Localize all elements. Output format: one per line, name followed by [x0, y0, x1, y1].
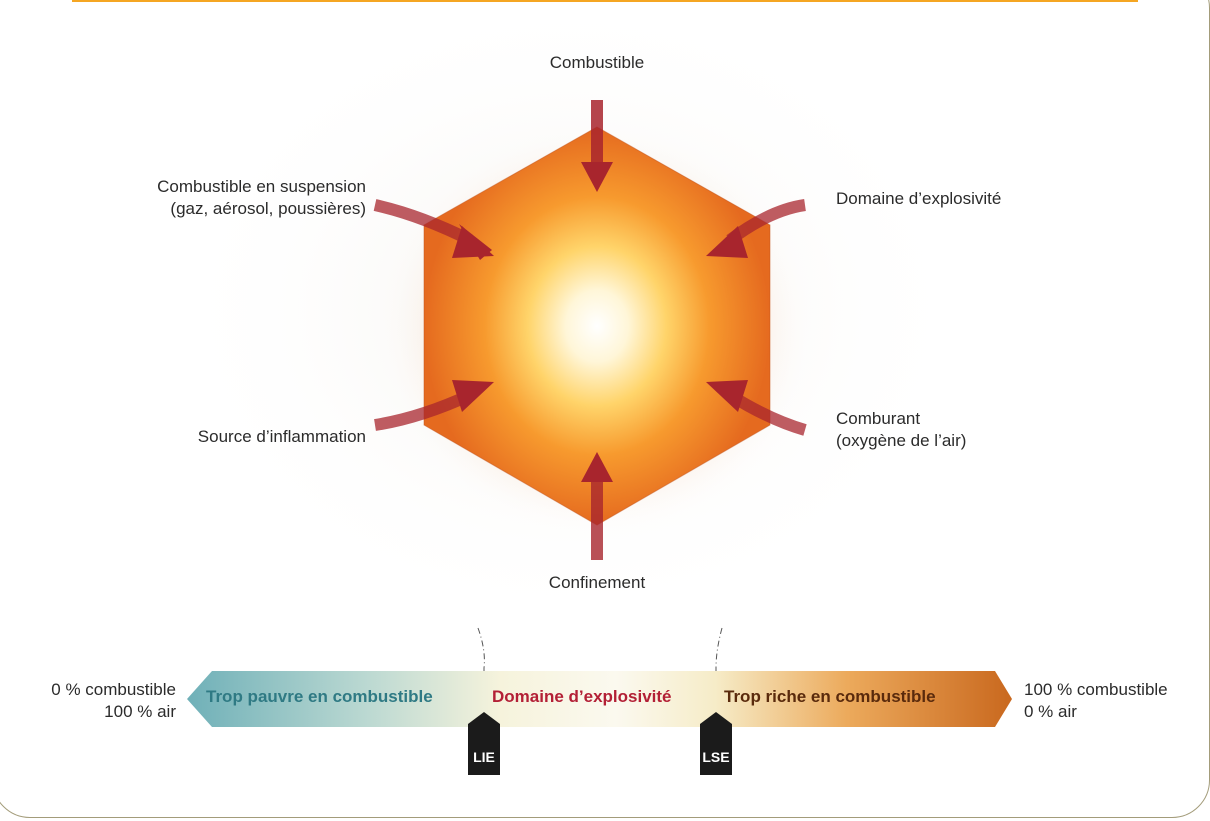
scale-right-line2: 0 % air [1024, 702, 1077, 721]
label-combustible: Combustible [549, 53, 645, 72]
lie-guide-line [477, 627, 485, 712]
marker-lie-label: LIE [473, 749, 495, 765]
label-suspension-line2: (gaz, aérosol, poussières) [170, 199, 366, 218]
label-suspension: Combustible en suspension (gaz, aérosol,… [90, 176, 366, 220]
label-oxidizer: Comburant (oxygène de l’air) [836, 408, 966, 452]
accent-rule [72, 0, 1138, 2]
scale-right-line1: 100 % combustible [1024, 680, 1168, 699]
concentration-band [187, 671, 1012, 727]
scale-right-label: 100 % combustible 0 % air [1024, 679, 1168, 723]
arrow-lower-right [706, 380, 807, 436]
label-oxidizer-line1: Comburant [836, 409, 921, 428]
scale-left-line1: 0 % combustible [51, 680, 176, 699]
label-ignition-source: Source d’inflammation [197, 427, 366, 446]
lse-guide-line [715, 627, 723, 712]
arrow-upper-left [373, 199, 494, 260]
zone-rich: Trop riche en combustible [724, 687, 936, 706]
label-explosivity-domain: Domaine d’explosivité [836, 189, 1002, 208]
arrow-lower-left [374, 380, 494, 431]
label-oxidizer-line2: (oxygène de l’air) [836, 431, 967, 450]
arrow-upper-right [706, 199, 806, 258]
scale-left-label: 0 % combustible 100 % air [10, 679, 176, 723]
zone-lean: Trop pauvre en combustible [206, 687, 433, 706]
scale-left-line2: 100 % air [104, 702, 176, 721]
marker-lse-label: LSE [702, 749, 730, 765]
arrow-bottom [581, 452, 613, 560]
lie-marker [468, 712, 500, 775]
zone-explosive: Domaine d’explosivité [492, 687, 672, 706]
label-confinement: Confinement [548, 573, 646, 592]
arrow-top [581, 100, 613, 192]
lse-marker [700, 712, 732, 775]
label-suspension-line1: Combustible en suspension [157, 177, 366, 196]
